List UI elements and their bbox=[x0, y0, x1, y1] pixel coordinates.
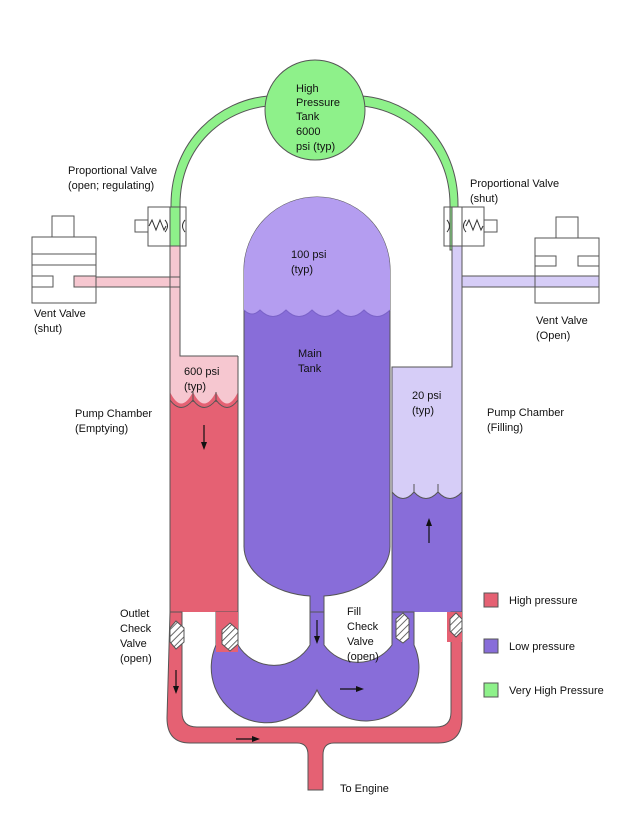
left-proportional-valve: Proportional Valve (open; regulating) bbox=[68, 165, 187, 247]
legend-label-very-high-pressure: Very High Pressure bbox=[509, 685, 604, 697]
left-chamber-pressure-2: (typ) bbox=[184, 381, 206, 393]
legend-swatch-very-high-pressure bbox=[483, 682, 499, 698]
fill-check-valve-right bbox=[449, 612, 463, 638]
right-chamber-pressure-1: 20 psi bbox=[412, 390, 441, 402]
high-pressure-tank: High Pressure Tank 6000 psi (typ) bbox=[264, 59, 366, 161]
main-tank: 100 psi (typ) Main Tank bbox=[243, 196, 391, 613]
legend-item-low-pressure: Low pressure bbox=[483, 638, 575, 654]
legend-item-very-high-pressure: Very High Pressure bbox=[483, 682, 604, 698]
fill-check-label-2: Check bbox=[347, 621, 379, 633]
legend-label-high-pressure: High pressure bbox=[509, 595, 577, 607]
fill-check-label-4: (open) bbox=[347, 651, 379, 663]
right-chamber-pressure-2: (typ) bbox=[412, 405, 434, 417]
legend-swatch-high-pressure bbox=[483, 592, 499, 608]
right-vent-valve-label-1: Vent Valve bbox=[536, 315, 588, 327]
right-vent-line bbox=[461, 275, 600, 288]
outlet-check-valve-right bbox=[221, 622, 239, 652]
left-prop-valve-label-1: Proportional Valve bbox=[68, 165, 157, 177]
legend: High pressure Low pressure Very High Pre… bbox=[483, 592, 604, 698]
hp-tank-label-3: Tank bbox=[296, 111, 320, 123]
right-chamber-label-1: Pump Chamber bbox=[487, 407, 564, 419]
legend-swatch-low-pressure bbox=[483, 638, 499, 654]
right-vent-valve: Vent Valve (Open) bbox=[534, 216, 600, 342]
left-pump-chamber: 600 psi (typ) bbox=[169, 246, 239, 612]
right-prop-valve-label-2: (shut) bbox=[470, 193, 498, 205]
hp-tank-label-4: 6000 bbox=[296, 126, 320, 138]
left-vent-valve-label-2: (shut) bbox=[34, 323, 62, 335]
fill-check-label-3: Valve bbox=[347, 636, 374, 648]
fill-check-label-1: Fill bbox=[347, 606, 361, 618]
outlet-check-label-2: Check bbox=[120, 623, 152, 635]
outlet-check-valve-left bbox=[169, 620, 185, 650]
outlet-manifold bbox=[166, 611, 463, 791]
right-pump-chamber: 20 psi (typ) bbox=[391, 246, 463, 612]
fill-check-valve-left bbox=[395, 612, 410, 644]
main-tank-label-2: Tank bbox=[298, 363, 322, 375]
outlet-check-label-1: Outlet bbox=[120, 608, 149, 620]
main-tank-pressure-2: (typ) bbox=[291, 264, 313, 276]
outlet-check-label-4: (open) bbox=[120, 653, 152, 665]
left-chamber-pressure-1: 600 psi bbox=[184, 366, 219, 378]
left-prop-valve-label-2: (open; regulating) bbox=[68, 180, 154, 192]
left-vent-valve-label-1: Vent Valve bbox=[34, 308, 86, 320]
main-tank-label-1: Main bbox=[298, 348, 322, 360]
right-prop-valve-label-1: Proportional Valve bbox=[470, 178, 559, 190]
right-vent-valve-label-2: (Open) bbox=[536, 330, 570, 342]
right-chamber-label-2: (Filling) bbox=[487, 422, 523, 434]
left-chamber-label-2: (Emptying) bbox=[75, 423, 128, 435]
fill-manifold bbox=[210, 611, 420, 724]
left-vent-valve: Vent Valve (shut) bbox=[31, 215, 97, 335]
main-tank-pressure-1: 100 psi bbox=[291, 249, 326, 261]
hp-tank-label-5: psi (typ) bbox=[296, 141, 335, 153]
outlet-check-label-3: Valve bbox=[120, 638, 147, 650]
right-proportional-valve: Proportional Valve (shut) bbox=[443, 178, 559, 247]
hp-tank-label-1: High bbox=[296, 83, 319, 95]
legend-label-low-pressure: Low pressure bbox=[509, 641, 575, 653]
to-engine-label: To Engine bbox=[340, 783, 389, 795]
arrow-head-icon bbox=[201, 442, 207, 450]
hp-tank-label-2: Pressure bbox=[296, 97, 340, 109]
left-chamber-label-1: Pump Chamber bbox=[75, 408, 152, 420]
legend-item-high-pressure: High pressure bbox=[483, 592, 577, 608]
